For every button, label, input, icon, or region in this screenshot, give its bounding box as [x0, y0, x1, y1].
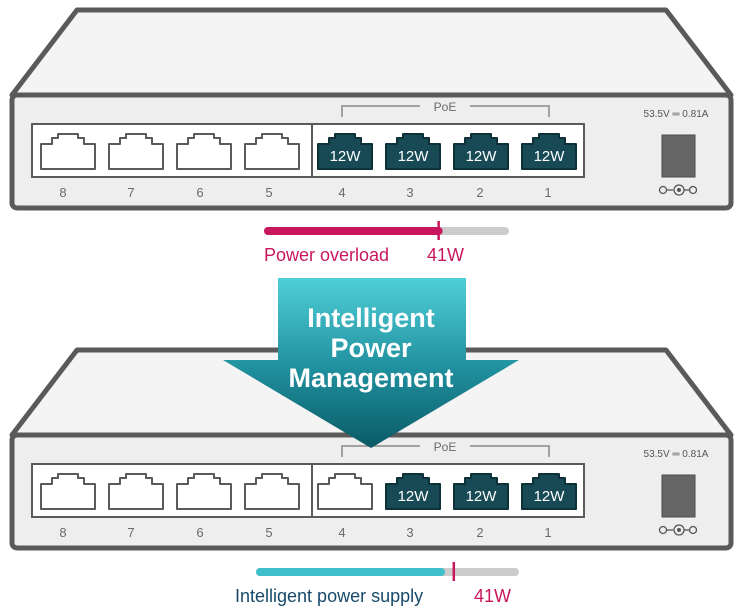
poe-label: PoE: [434, 440, 457, 454]
rj45-port-active: [385, 473, 441, 510]
port-number: 5: [265, 185, 272, 200]
polarity-dot-icon: [677, 528, 681, 532]
rj45-port-active: [521, 133, 577, 170]
rj45-port-active: [453, 473, 509, 510]
power-bar-label: Power overload: [264, 245, 389, 265]
port-power-label: 12W: [398, 148, 430, 165]
rj45-port-empty: [108, 473, 164, 510]
poe-bracket-right: [470, 445, 550, 457]
port-number: 4: [338, 185, 345, 200]
power-bar-value: 41W: [427, 245, 464, 265]
poe-bracket-left: [341, 105, 420, 117]
port-power-label: 12W: [466, 488, 498, 505]
port-number: 2: [476, 525, 483, 540]
switch-housing-top: [9, 7, 734, 98]
polarity-minus-icon: [658, 185, 668, 195]
power-jack: [661, 474, 696, 518]
port-number: 6: [196, 525, 203, 540]
arrow-text-line: Power: [330, 333, 412, 363]
switch-top: PoE 8 7 6 5 12W 4 12W 3 12W 2 12W 1 53.5V ═ 0.81A: [9, 7, 734, 211]
port-number: 2: [476, 185, 483, 200]
port-power-label: 12W: [534, 148, 566, 165]
arrow-text-line: Intelligent: [307, 303, 435, 333]
power-bar-intelligent: Intelligent power supply 41W: [235, 562, 519, 606]
rj45-port-empty: [244, 133, 300, 170]
poe-label: PoE: [434, 100, 457, 114]
poe-bracket-right: [470, 105, 550, 117]
port-number: 7: [127, 185, 134, 200]
port-number: 7: [127, 525, 134, 540]
rj45-port-empty: [40, 133, 96, 170]
polarity-plus-icon: [688, 525, 698, 535]
polarity-plus-icon: [688, 185, 698, 195]
arrow-shape: [223, 278, 519, 448]
port-number: 6: [196, 185, 203, 200]
power-bar-value: 41W: [474, 586, 511, 606]
arrow-text-line: Management: [288, 363, 453, 393]
rj45-port-active: [385, 133, 441, 170]
rj45-port-empty: [176, 133, 232, 170]
poe-bracket-left: [341, 445, 420, 457]
port-number: 8: [59, 185, 66, 200]
port-number: 3: [406, 525, 413, 540]
power-bar-overload: Power overload 41W: [264, 221, 509, 265]
polarity-dot-icon: [677, 188, 681, 192]
port-power-label: 12W: [330, 148, 362, 165]
power-spec-label: 53.5V ═ 0.81A: [644, 109, 709, 120]
port-number: 8: [59, 525, 66, 540]
port-power-label: 12W: [398, 488, 430, 505]
port-number: 1: [544, 525, 551, 540]
power-bar-label: Intelligent power supply: [235, 586, 423, 606]
switch-bottom: PoE 8 7 6 5 4 12W 3 12W 2 12W 1 53.5V ═ 0.81A: [9, 347, 734, 551]
rj45-port-empty: [244, 473, 300, 510]
rj45-port-empty: [317, 473, 373, 510]
port-power-label: 12W: [534, 488, 566, 505]
port-number: 5: [265, 525, 272, 540]
port-number: 3: [406, 185, 413, 200]
rj45-port-empty: [108, 133, 164, 170]
rj45-port-active: [317, 133, 373, 170]
power-jack: [661, 134, 696, 178]
port-power-label: 12W: [466, 148, 498, 165]
port-number: 4: [338, 525, 345, 540]
power-spec-label: 53.5V ═ 0.81A: [644, 449, 709, 460]
rj45-port-active: [521, 473, 577, 510]
rj45-port-empty: [176, 473, 232, 510]
port-number: 1: [544, 185, 551, 200]
rj45-port-empty: [40, 473, 96, 510]
polarity-minus-icon: [658, 525, 668, 535]
rj45-port-active: [453, 133, 509, 170]
